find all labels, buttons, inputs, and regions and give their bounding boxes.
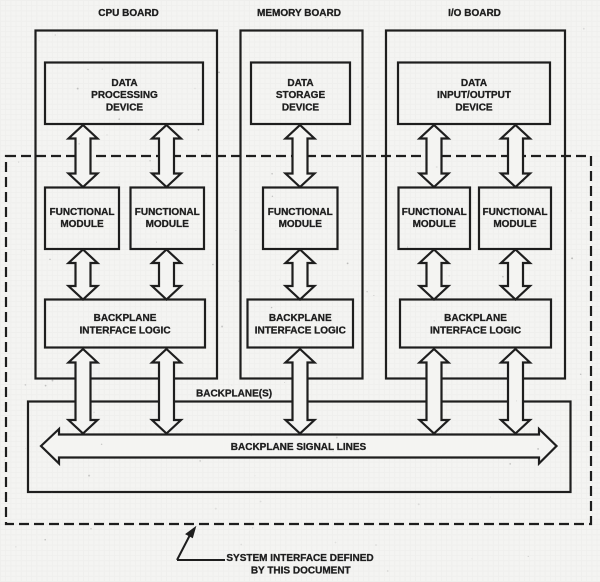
svg-text:CPU BOARD: CPU BOARD (98, 8, 159, 19)
svg-text:MODULE: MODULE (413, 219, 457, 230)
svg-text:MODULE: MODULE (493, 219, 537, 230)
svg-text:BACKPLANE SIGNAL LINES: BACKPLANE SIGNAL LINES (231, 442, 367, 453)
svg-text:MODULE: MODULE (146, 219, 190, 230)
svg-text:FUNCTIONAL: FUNCTIONAL (268, 207, 333, 218)
svg-text:DATA: DATA (287, 78, 313, 89)
svg-text:INTERFACE LOGIC: INTERFACE LOGIC (255, 325, 346, 336)
svg-text:BACKPLANE(S): BACKPLANE(S) (196, 389, 272, 400)
svg-text:DATA: DATA (461, 78, 487, 89)
svg-text:BY THIS DOCUMENT: BY THIS DOCUMENT (251, 566, 351, 577)
svg-text:DEVICE: DEVICE (106, 102, 144, 113)
svg-text:I/O BOARD: I/O BOARD (448, 8, 501, 19)
svg-text:DEVICE: DEVICE (455, 102, 493, 113)
svg-text:MODULE: MODULE (279, 219, 323, 230)
svg-text:FUNCTIONAL: FUNCTIONAL (135, 207, 200, 218)
svg-text:INPUT/OUTPUT: INPUT/OUTPUT (437, 90, 511, 101)
svg-text:MODULE: MODULE (60, 219, 104, 230)
svg-text:DATA: DATA (111, 78, 137, 89)
svg-text:FUNCTIONAL: FUNCTIONAL (402, 207, 467, 218)
svg-text:STORAGE: STORAGE (276, 90, 326, 101)
svg-text:FUNCTIONAL: FUNCTIONAL (483, 207, 548, 218)
svg-text:BACKPLANE: BACKPLANE (269, 313, 332, 324)
svg-text:DEVICE: DEVICE (282, 102, 320, 113)
svg-text:PROCESSING: PROCESSING (91, 90, 158, 101)
svg-text:SYSTEM INTERFACE DEFINED: SYSTEM INTERFACE DEFINED (226, 553, 373, 564)
svg-text:INTERFACE LOGIC: INTERFACE LOGIC (79, 325, 170, 336)
svg-text:FUNCTIONAL: FUNCTIONAL (50, 207, 115, 218)
svg-text:BACKPLANE: BACKPLANE (94, 313, 157, 324)
svg-text:INTERFACE LOGIC: INTERFACE LOGIC (430, 325, 521, 336)
svg-text:BACKPLANE: BACKPLANE (444, 313, 507, 324)
svg-text:MEMORY BOARD: MEMORY BOARD (257, 8, 341, 19)
